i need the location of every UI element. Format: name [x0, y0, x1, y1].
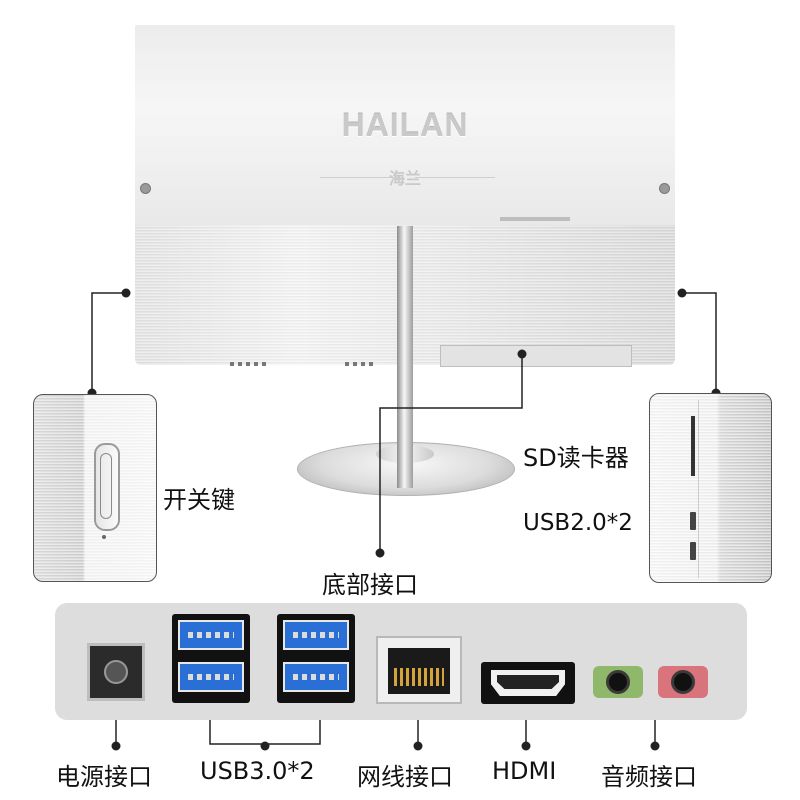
indicator-light-icon	[102, 535, 106, 539]
brand-subtitle: 海兰	[388, 169, 421, 188]
ethernet-port-icon	[376, 636, 462, 704]
usb3-port-icon	[172, 614, 250, 703]
audio-port-label: 音频接口	[601, 763, 697, 791]
bottom-ports-label: 底部接口	[322, 571, 418, 599]
usb-port-icon	[690, 542, 696, 560]
power-button-icon	[94, 443, 120, 531]
network-port-label: 网线接口	[357, 763, 453, 791]
screw-icon	[140, 183, 151, 194]
usb3-slot	[178, 662, 244, 692]
vent-icon	[230, 362, 270, 366]
stand-pole	[397, 226, 413, 488]
usb-port-icon	[690, 512, 696, 530]
power-button-slot	[100, 453, 112, 519]
hdmi-port-icon	[481, 662, 575, 704]
hdmi-port-label: HDMI	[492, 757, 557, 785]
usb3-port-icon	[277, 614, 355, 703]
audio-jack-hole	[606, 670, 630, 694]
audio-jack-hole	[671, 670, 695, 694]
usb2-label: USB2.0*2	[523, 510, 633, 536]
brand-divider-left	[320, 177, 400, 178]
mic-in-port-icon	[658, 666, 708, 698]
bottom-port-bay	[440, 345, 632, 367]
sd-slot-icon	[691, 416, 695, 476]
power-button-label: 开关键	[163, 486, 235, 514]
power-button-zoom	[33, 394, 157, 582]
screw-icon	[659, 183, 670, 194]
dc-power-jack-icon	[87, 643, 145, 701]
sd-reader-label: SD读卡器	[523, 444, 629, 472]
vent-icon	[345, 362, 375, 366]
monitor-back-panel: HAILAN 海兰	[135, 25, 675, 230]
hdmi-contacts	[497, 675, 559, 689]
ethernet-jack	[388, 648, 450, 694]
brand-logo: HAILAN	[341, 107, 469, 143]
dc-power-pin	[104, 660, 128, 684]
usb3-port-label: USB3.0*2	[200, 757, 315, 785]
side-edge	[688, 400, 699, 578]
audio-out-port-icon	[593, 666, 643, 698]
brand-divider-right	[415, 177, 495, 178]
usb3-slot	[283, 620, 349, 650]
vent-slot	[500, 217, 570, 221]
usb3-slot	[283, 662, 349, 692]
power-port-label: 电源接口	[56, 763, 152, 791]
side-ports-zoom	[649, 393, 772, 583]
ethernet-pins	[394, 668, 444, 686]
usb3-slot	[178, 620, 244, 650]
